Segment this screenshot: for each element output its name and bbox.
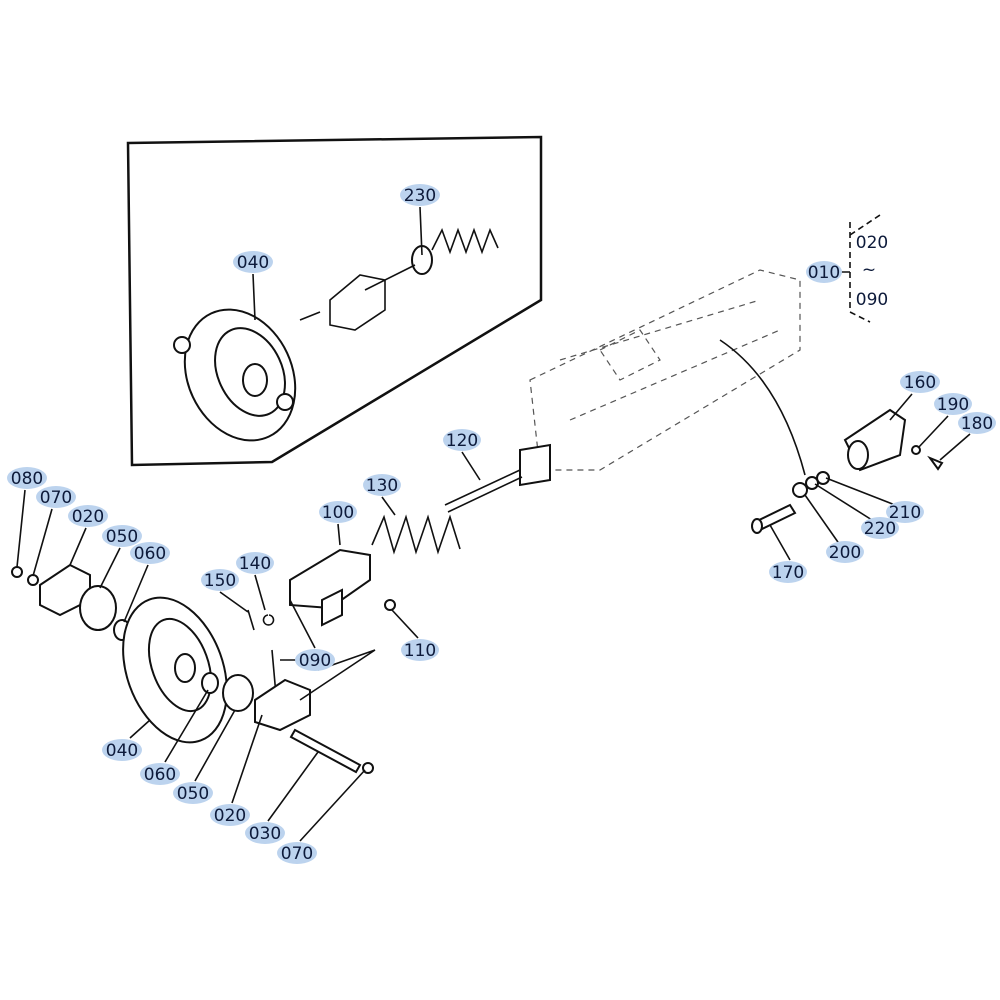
- part-label-150[interactable]: 150: [201, 569, 239, 591]
- range-start-label: 020: [856, 233, 888, 253]
- part-label-060-lower[interactable]: 060: [140, 763, 180, 785]
- part-label-010[interactable]: 010: [806, 261, 842, 283]
- track-frame-outline: [529, 269, 801, 471]
- svg-text:090: 090: [299, 651, 331, 671]
- part-label-080[interactable]: 080: [7, 467, 47, 489]
- part-label-060[interactable]: 060: [130, 542, 170, 564]
- part-label-020-lower[interactable]: 020: [210, 804, 250, 826]
- svg-text:010: 010: [808, 263, 840, 283]
- svg-text:210: 210: [889, 503, 921, 523]
- svg-text:200: 200: [829, 543, 861, 563]
- range-end-label: 090: [856, 290, 888, 310]
- svg-text:230: 230: [404, 186, 436, 206]
- part-label-110[interactable]: 110: [401, 639, 439, 661]
- part-label-160[interactable]: 160: [900, 371, 940, 393]
- part-label-230[interactable]: 230: [400, 184, 440, 206]
- svg-text:190: 190: [937, 395, 969, 415]
- leader-lines: [16, 206, 971, 842]
- svg-text:020: 020: [214, 806, 246, 826]
- part-label-040-inset[interactable]: 040: [233, 251, 273, 273]
- part-label-170[interactable]: 170: [769, 561, 807, 583]
- svg-text:100: 100: [322, 503, 354, 523]
- svg-text:110: 110: [404, 641, 436, 661]
- svg-text:140: 140: [239, 554, 271, 574]
- svg-text:220: 220: [864, 519, 896, 539]
- svg-text:060: 060: [134, 544, 166, 564]
- part-label-100[interactable]: 100: [319, 501, 357, 523]
- part-label-180[interactable]: 180: [958, 412, 996, 434]
- svg-text:130: 130: [366, 476, 398, 496]
- svg-text:060: 060: [144, 765, 176, 785]
- inset-idler-wheel: [173, 308, 297, 442]
- part-label-050[interactable]: 050: [102, 525, 142, 547]
- idler-wheel-assembly: [11, 563, 374, 774]
- part-label-190[interactable]: 190: [934, 393, 972, 415]
- svg-text:080: 080: [11, 469, 43, 489]
- svg-text:070: 070: [40, 488, 72, 508]
- part-label-140[interactable]: 140: [236, 552, 274, 574]
- svg-text:180: 180: [961, 414, 993, 434]
- svg-text:050: 050: [177, 784, 209, 804]
- part-label-210[interactable]: 210: [886, 501, 924, 523]
- svg-text:040: 040: [237, 253, 269, 273]
- part-label-020[interactable]: 020: [68, 505, 108, 527]
- svg-text:160: 160: [904, 373, 936, 393]
- part-label-130[interactable]: 130: [363, 474, 401, 496]
- part-label-050-lower[interactable]: 050: [173, 782, 213, 804]
- tension-rod-spring: [247, 443, 551, 696]
- svg-text:040: 040: [106, 741, 138, 761]
- svg-text:030: 030: [249, 824, 281, 844]
- svg-text:170: 170: [772, 563, 804, 583]
- svg-text:020: 020: [72, 507, 104, 527]
- range-symbol: ~: [862, 260, 876, 280]
- part-label-120[interactable]: 120: [443, 429, 481, 451]
- part-label-030[interactable]: 030: [245, 822, 285, 844]
- part-label-070[interactable]: 070: [36, 486, 76, 508]
- inset-spring: [299, 227, 499, 331]
- svg-text:150: 150: [204, 571, 236, 591]
- svg-text:050: 050: [106, 527, 138, 547]
- grease-cylinder-group: [751, 408, 944, 534]
- part-label-200[interactable]: 200: [826, 541, 864, 563]
- part-label-070-lower[interactable]: 070: [277, 842, 317, 864]
- part-label-220[interactable]: 220: [861, 517, 899, 539]
- part-label-090[interactable]: 090: [295, 649, 335, 671]
- svg-text:070: 070: [281, 844, 313, 864]
- inset-frame: [126, 135, 543, 467]
- part-label-040[interactable]: 040: [102, 739, 142, 761]
- svg-text:120: 120: [446, 431, 478, 451]
